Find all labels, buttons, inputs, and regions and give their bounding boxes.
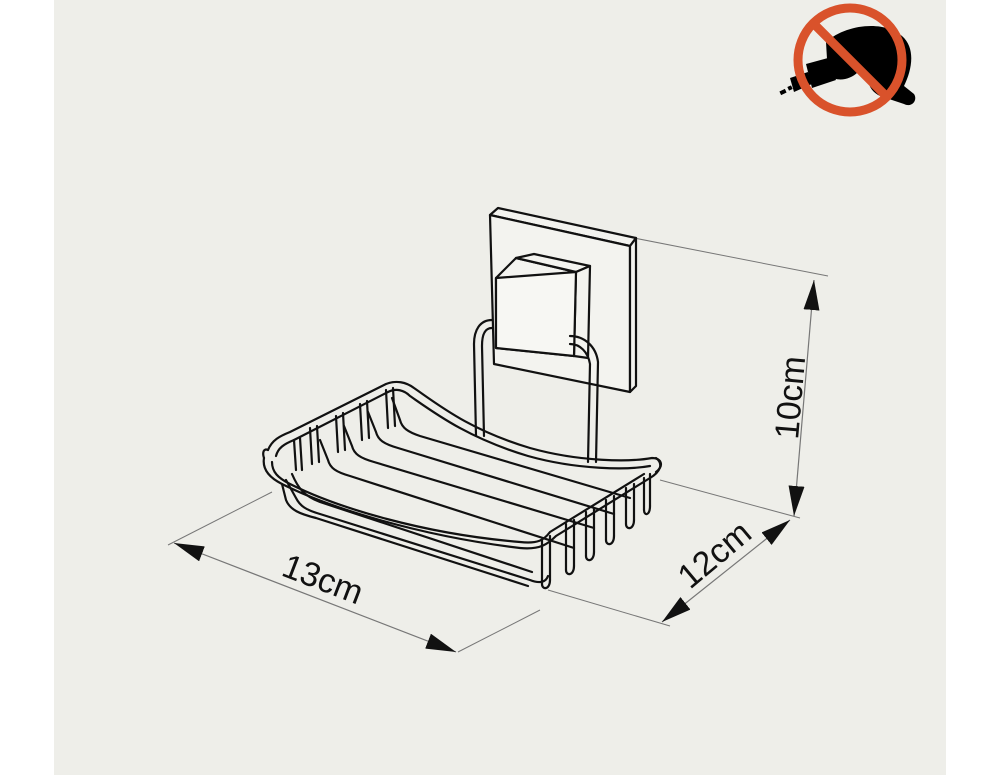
hanger-wire bbox=[472, 318, 600, 464]
height-dimension: 10cm bbox=[768, 279, 820, 517]
mounting-plate bbox=[488, 206, 638, 394]
depth-dimension: 12cm bbox=[661, 514, 791, 623]
extension-lines bbox=[167, 237, 829, 653]
width-label: 13cm bbox=[277, 547, 368, 612]
width-dimension: 13cm bbox=[173, 542, 457, 653]
wire-basket bbox=[262, 380, 662, 590]
no-drilling-icon bbox=[779, 3, 916, 117]
height-label: 10cm bbox=[768, 355, 813, 441]
